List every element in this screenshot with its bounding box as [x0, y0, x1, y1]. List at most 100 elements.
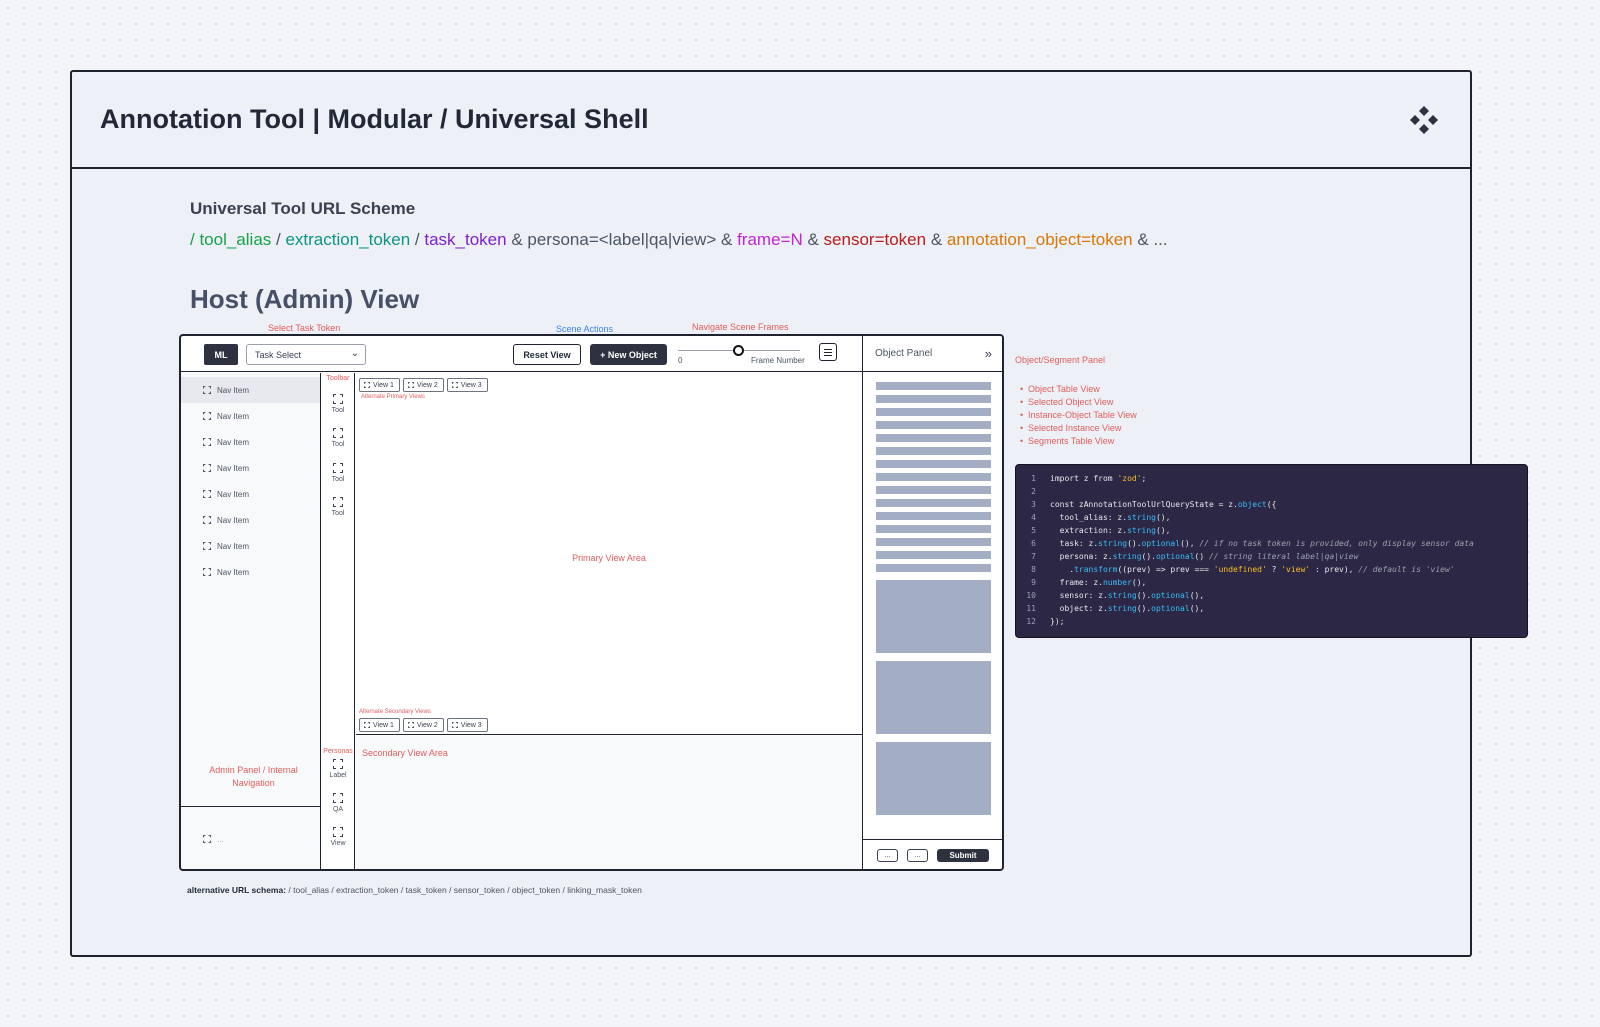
object-panel-title: Object Panel	[875, 348, 933, 359]
nav-item[interactable]: Nav Item	[181, 455, 320, 481]
expand-icon	[408, 382, 414, 388]
secondary-view-tab[interactable]: View 3	[446, 718, 488, 732]
tool-button[interactable]: Tool	[321, 394, 355, 414]
object-card[interactable]	[876, 661, 991, 734]
expand-icon	[333, 463, 343, 473]
object-row[interactable]	[876, 460, 991, 468]
nav-item[interactable]: Nav Item	[181, 533, 320, 559]
object-row[interactable]	[876, 564, 991, 572]
nav-item[interactable]: Nav Item	[181, 429, 320, 455]
object-row[interactable]	[876, 395, 991, 403]
primary-view-tab[interactable]: View 3	[446, 378, 488, 392]
secondary-view-tabs: View 1 View 2 View 3	[359, 718, 488, 732]
panel-note-item: Selected Object View	[1020, 397, 1137, 410]
code-line: 4 tool_alias: z.string(),	[1016, 513, 1527, 526]
code-line: 10 sensor: z.string().optional(),	[1016, 591, 1527, 604]
object-row[interactable]	[876, 382, 991, 390]
new-object-button[interactable]: + New Object	[590, 344, 667, 365]
annotation-scene-actions: Scene Actions	[556, 324, 614, 334]
nav-item[interactable]: Nav Item	[181, 403, 320, 429]
toolbar-annotation: Toolbar	[326, 375, 350, 382]
board-header: Annotation Tool | Modular / Universal Sh…	[72, 72, 1470, 169]
expand-icon	[333, 497, 343, 507]
object-row[interactable]	[876, 486, 991, 494]
nav-item-label: Nav Item	[217, 463, 250, 473]
object-row[interactable]	[876, 512, 991, 520]
nav-item[interactable]: Nav Item	[181, 377, 320, 403]
object-row[interactable]	[876, 551, 991, 559]
line-number: 9	[1031, 578, 1036, 587]
tool-button[interactable]: Tool	[321, 428, 355, 448]
tool-button[interactable]: Tool	[321, 497, 355, 517]
object-row[interactable]	[876, 473, 991, 481]
nav-item-label: Nav Item	[217, 385, 250, 395]
object-card[interactable]	[876, 742, 991, 815]
panel-action-button[interactable]: ...	[907, 849, 928, 862]
panel-note-item: Selected Instance View	[1020, 423, 1137, 436]
host-app-window: ML Task Select ⌄ Reset View + New Object…	[179, 334, 1004, 871]
object-row[interactable]	[876, 421, 991, 429]
secondary-view-tab[interactable]: View 1	[359, 718, 400, 732]
nav-item-label: Nav Item	[217, 515, 250, 525]
object-row[interactable]	[876, 447, 991, 455]
expand-icon	[203, 542, 211, 550]
object-panel-header: Object Panel »	[863, 336, 1002, 372]
expand-icon	[203, 438, 211, 446]
url-separator: /	[410, 230, 425, 249]
submit-button[interactable]: Submit	[937, 849, 989, 862]
primary-view-label: Primary View Area	[572, 553, 646, 563]
expand-icon	[203, 835, 211, 843]
ml-button[interactable]: ML	[204, 344, 238, 365]
object-row[interactable]	[876, 499, 991, 507]
object-list	[863, 372, 1002, 815]
persona-qa-button[interactable]: QA	[321, 793, 355, 813]
expand-icon	[364, 722, 370, 728]
expand-icon	[203, 386, 211, 394]
panel-action-button[interactable]: ...	[877, 849, 898, 862]
object-row[interactable]	[876, 408, 991, 416]
collapse-icon[interactable]: »	[984, 346, 992, 361]
alt-primary-views-annotation: Alternate Primary Views	[361, 394, 425, 400]
code-line: 12});	[1016, 617, 1527, 630]
nav-item[interactable]: Nav Item	[181, 481, 320, 507]
tool-button[interactable]: Tool	[321, 463, 355, 483]
line-number: 1	[1031, 474, 1036, 483]
line-number: 5	[1031, 526, 1036, 535]
nav-item[interactable]: Nav Item	[181, 507, 320, 533]
panel-note-item: Instance-Object Table View	[1020, 410, 1137, 423]
view-tab-label: View 2	[416, 721, 438, 729]
expand-icon	[203, 412, 211, 420]
primary-view-tab[interactable]: View 1	[359, 378, 400, 392]
expand-icon	[203, 568, 211, 576]
line-number: 12	[1026, 617, 1036, 626]
tool-label: Tool	[331, 476, 345, 483]
primary-view-tab[interactable]: View 2	[402, 378, 444, 392]
code-line: 7 persona: z.string().optional() // stri…	[1016, 552, 1527, 565]
frame-slider-thumb[interactable]	[733, 345, 744, 356]
expand-icon	[333, 428, 343, 438]
persona-view-button[interactable]: View	[321, 827, 355, 847]
object-row[interactable]	[876, 538, 991, 546]
sidebar-footer-item[interactable]: ...	[181, 806, 320, 869]
primary-view-area[interactable]: View 1 View 2 View 3 Alternate Primary V…	[356, 373, 862, 735]
object-row[interactable]	[876, 525, 991, 533]
code-text: .transform((prev) => prev === 'undefined…	[1050, 565, 1455, 574]
object-row[interactable]	[876, 434, 991, 442]
nav-item[interactable]: Nav Item	[181, 559, 320, 585]
view-tab-label: View 3	[460, 721, 482, 729]
alt-secondary-views-annotation: Alternate Secondary Views	[359, 709, 431, 715]
alternative-url-schema: alternative URL schema: / tool_alias / e…	[187, 885, 642, 895]
reset-view-button[interactable]: Reset View	[513, 344, 581, 365]
task-select-dropdown[interactable]: Task Select ⌄	[246, 344, 366, 365]
menu-icon[interactable]	[819, 343, 837, 361]
code-text: });	[1050, 617, 1065, 626]
admin-panel-annotation: Admin Panel / Internal Navigation	[209, 765, 298, 788]
secondary-view-tab[interactable]: View 2	[402, 718, 444, 732]
alt-url-value: / tool_alias / extraction_token / task_t…	[286, 885, 642, 895]
secondary-view-area[interactable]: Secondary View Area	[356, 736, 862, 869]
persona-label-button[interactable]: Label	[321, 759, 355, 779]
expand-icon	[203, 490, 211, 498]
object-card[interactable]	[876, 580, 991, 653]
code-text: object: z.string().optional(),	[1050, 604, 1205, 613]
